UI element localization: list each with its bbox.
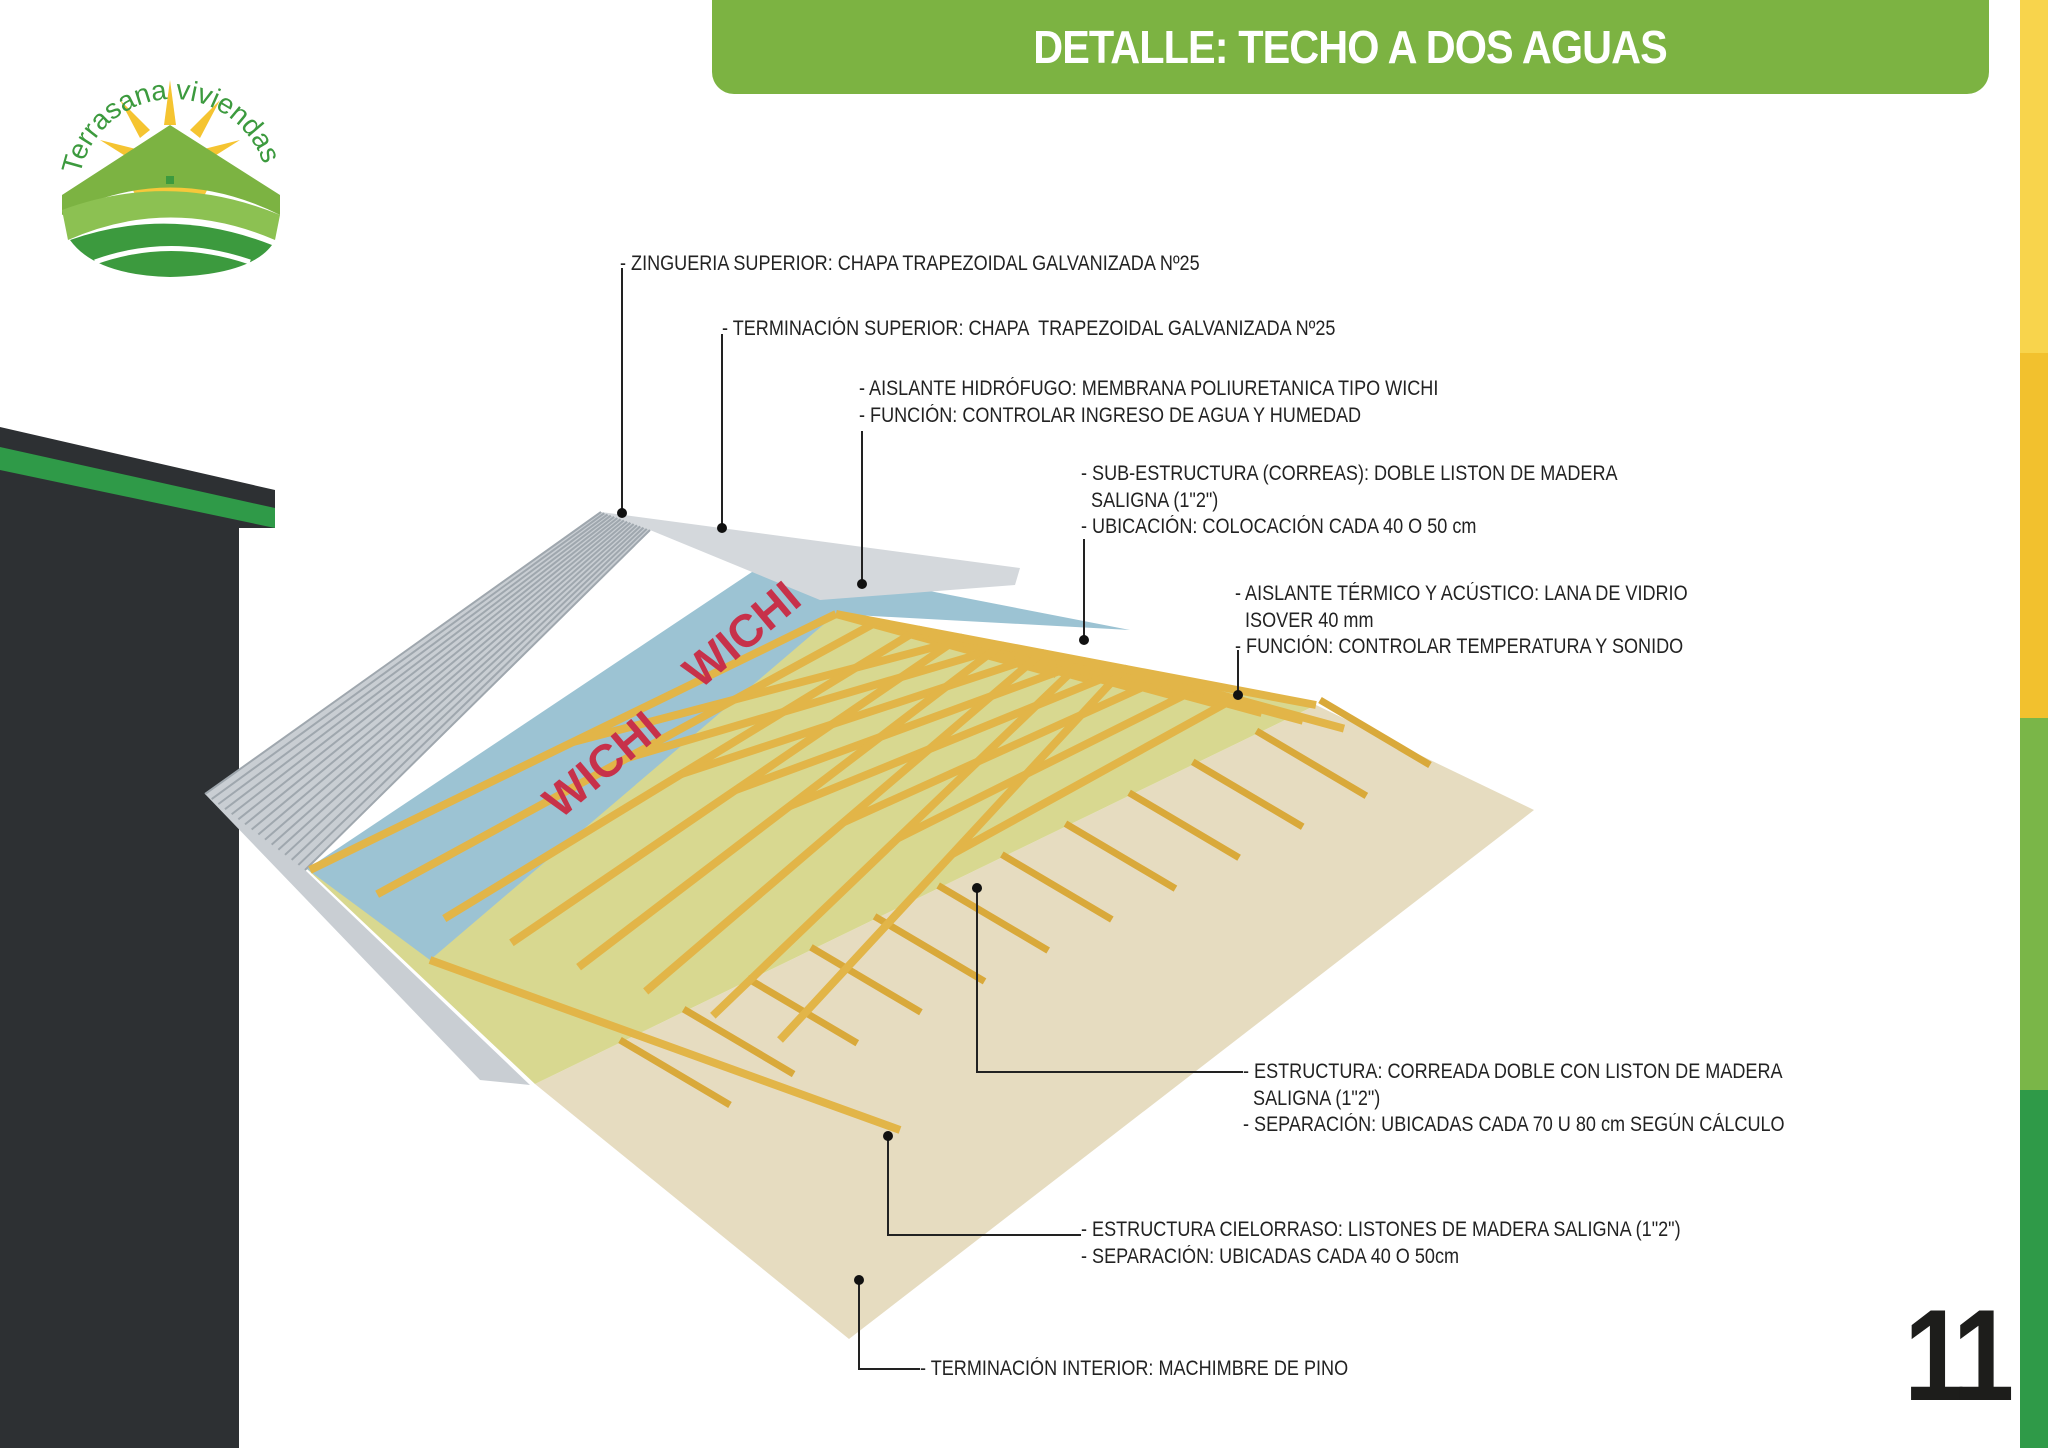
title-bar: DETALLE: TECHO A DOS AGUAS [712,0,1989,94]
ridge-beam [835,610,1317,709]
ceiling-batten [1063,820,1178,892]
ceiling-batten [936,882,1050,954]
roof-corrugation [211,512,605,800]
callout-label-line: - FUNCIÓN: CONTROLAR INGRESO DE AGUA Y H… [859,403,1362,427]
roof-trusses [308,610,1346,1134]
roof-corrugation [290,526,645,861]
callout-label-line: - SEPARACIÓN: UBICADAS CADA 70 U 80 cm S… [1243,1113,1785,1136]
ceiling-batten [1318,696,1432,769]
roof-corrugation [251,519,625,831]
truss-web [842,679,1154,826]
truss-web [734,663,1071,794]
page-title: DETALLE: TECHO A DOS AGUAS [1033,21,1669,73]
leader-lines [621,268,1243,1370]
roof-corrugation [257,520,628,836]
callout-label-line: - AISLANTE HIDRÓFUGO: MEMBRANA POLIURETA… [859,377,1439,400]
ceiling-batten [872,913,987,985]
membrane-wichi [307,560,1130,960]
stripe-yellow-light [2020,0,2048,353]
ceiling-batten [1000,851,1114,923]
truss-web [788,671,1113,810]
ceiling-battens [618,696,1432,1109]
ceiling-batten [1127,789,1241,861]
truss-rafter [643,649,1045,995]
callout-label-line: - FUNCIÓN: CONTROLAR TEMPERATURA Y SONID… [1235,635,1684,658]
truss-web [896,687,1195,842]
roof-corrugation [284,525,641,856]
truss-web [680,655,1030,778]
callout-label-line: SALIGNA (1"2") [1243,1086,1381,1110]
roof-corrugation [277,524,638,851]
truss-web [626,647,989,762]
ceiling-batten [809,944,923,1016]
callout-label-line: - SEPARACIÓN: UBICADAS CADA 40 O 50cm [1081,1244,1460,1268]
roof-corrugation [304,529,651,871]
roof-corrugation [217,513,609,805]
ceiling-batten [681,1006,796,1078]
stripe-green-light [2020,718,2048,1090]
ceiling-batten [1254,727,1369,799]
roof-corrugation [297,528,648,866]
callout-label-line: ISOVER 40 mm [1235,608,1374,632]
page-number: 11 [1904,1282,2014,1428]
ceiling-batten [618,1036,732,1109]
roof-corrugation [237,517,618,821]
leader-dots [617,508,1243,1285]
callout-label-line: - ESTRUCTURA CIELORRASO: LISTONES DE MAD… [1081,1218,1681,1241]
roof-corrugation [204,511,602,795]
truss-web [950,695,1236,858]
roof-corrugation [271,523,635,846]
callout-label-line: - ESTRUCTURA: CORREADA DOBLE CON LISTON … [1243,1060,1783,1083]
logo: Terrasana viviendas [56,74,287,277]
callout-label-line: - SUB-ESTRUCTURA (CORREAS): DOBLE LISTON… [1081,462,1618,485]
roof-corrugation [231,516,615,816]
ceiling-machimbre [535,705,1534,1339]
dark-side-panel [0,427,275,1448]
callout-label-line: SALIGNA (1"2") [1081,488,1219,512]
stripe-yellow [2020,353,2048,718]
truss-web [571,640,948,746]
roof-corrugation [244,518,622,826]
callout-label-line: - ZINGUERIA SUPERIOR: CHAPA TRAPEZOIDAL … [620,252,1200,275]
callout-label-line: - AISLANTE TÉRMICO Y ACÚSTICO: LANA DE V… [1235,582,1688,605]
callout-label-line: - TERMINACIÓN INTERIOR: MACHIMBRE DE PIN… [920,1357,1349,1380]
metal-roof-ridge [601,512,1020,600]
roof-corrugation [264,522,632,841]
stripe-green-dark [2020,1090,2048,1448]
callout-label-line: - UBICACIÓN: COLOCACIÓN CADA 40 O 50 cm [1081,515,1477,538]
callout-label-line: - TERMINACIÓN SUPERIOR: CHAPA TRAPEZOIDA… [722,317,1336,340]
eave-beam [428,956,902,1134]
roof-corrugation [224,514,612,810]
green-side-stripe [0,447,275,528]
ceiling-batten [1190,758,1305,830]
